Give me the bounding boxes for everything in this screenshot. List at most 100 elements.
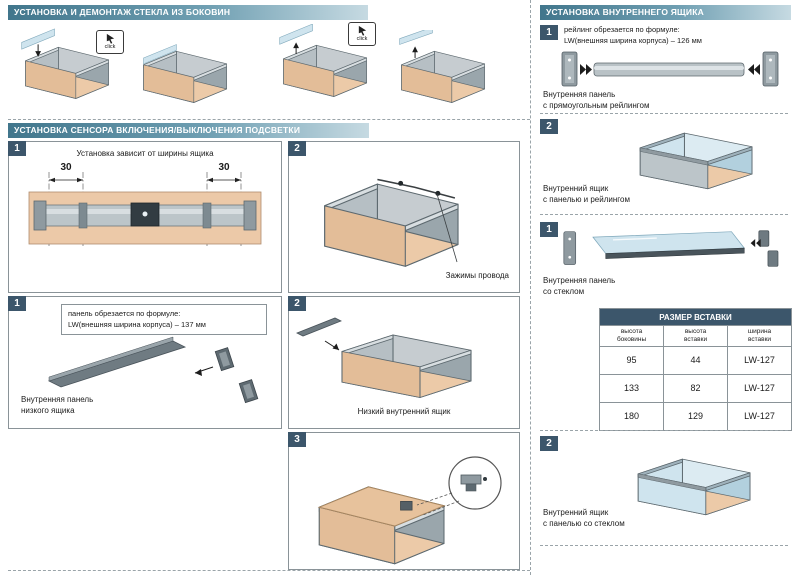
cell: 129 (663, 401, 729, 431)
up-arrow-icon (412, 46, 418, 53)
divider-glass-section (8, 119, 530, 120)
chevron-left-icon (756, 238, 761, 248)
bracket (214, 347, 235, 372)
dimension-label-right: 30 (218, 162, 230, 173)
chevron-right-icon (580, 64, 586, 75)
caption-drawer-panel-glass: Внутренний ящик с панелью со стеклом (543, 508, 625, 530)
formula-line: LW(внешняя ширина корпуса) – 126 мм (564, 36, 702, 46)
arrow-icon (332, 343, 339, 350)
table-row: 95 44 LW-127 (598, 345, 792, 375)
cursor-icon (358, 26, 366, 37)
wire-clamps-label: Зажимы провода (445, 271, 509, 280)
section-title-inner-drawer: УСТАНОВКА ВНУТРЕННЕГО ЯЩИКА (540, 5, 791, 20)
divider (540, 113, 788, 114)
formula-box: панель обрезается по формуле: LW(внешняя… (61, 304, 267, 335)
divider (540, 430, 788, 431)
caption-line: Внутренняя панель (543, 276, 616, 285)
divider-left-bottom (8, 570, 530, 571)
cell: 44 (663, 345, 729, 375)
chevron-left-icon (748, 64, 754, 75)
caption-panel-glass: Внутренняя панель со стеклом (543, 276, 615, 298)
down-arrow-icon (35, 51, 41, 57)
chevron-left-icon (750, 238, 756, 248)
caption-drawer-panel-rail: Внутренний ящик с панелью и рейлингом (543, 184, 630, 206)
cursor-icon (106, 34, 114, 45)
table-row: 133 82 LW-127 (598, 373, 792, 403)
wire-clamp (398, 180, 404, 186)
caption-inner-panel-low: Внутренняя панель низкого ящика (21, 395, 93, 417)
inner-drawer-glass-diagram (637, 458, 751, 516)
sensor-step2-panel: 2 Зажимы провода (288, 141, 520, 293)
caption-line: Внутренняя панель (543, 90, 616, 99)
bracket (238, 379, 259, 404)
wire (377, 178, 456, 199)
low-drawer-step3-panel: 3 (288, 432, 520, 570)
sensor-step1-panel: 1 Установка зависит от ширины ящика 30 3… (8, 141, 282, 293)
step-badge: 1 (540, 222, 558, 237)
caption-panel-rect-rail: Внутренняя панель с прямоугольным рейлин… (543, 90, 649, 112)
caption-line: низкого ящика (21, 405, 75, 415)
chevron-right-icon (586, 64, 592, 75)
cell: LW-127 (727, 373, 792, 403)
caption-line: Внутренний ящик (543, 184, 609, 193)
click-icon: click (348, 22, 376, 46)
formula-line: рейлинг обрезается по формуле: (564, 25, 680, 34)
step-badge: 1 (8, 141, 26, 156)
chevron-left-icon (754, 64, 760, 75)
caption-line: с прямоугольным рейлингом (543, 100, 650, 110)
rail-formula: рейлинг обрезается по формуле: LW(внешня… (564, 24, 784, 47)
drawer-diagram-insert-2 (143, 44, 228, 103)
rail-assembly-diagram (561, 51, 779, 87)
cell: LW-127 (727, 401, 792, 431)
drawer-wiring-diagram (324, 178, 459, 267)
table-row: 180 129 LW-127 (598, 401, 792, 431)
low-drawer-diagram (296, 317, 472, 399)
leader-line (436, 193, 458, 263)
caption-line: с панелью и рейлингом (543, 194, 630, 204)
caption-low-inner-drawer: Низкий внутренний ящик (357, 407, 451, 416)
divider (540, 545, 788, 546)
railing-strip (639, 147, 709, 166)
cell: LW-127 (727, 345, 792, 375)
cell: 95 (598, 345, 665, 375)
step-badge: 3 (288, 432, 306, 447)
step-badge: 2 (288, 296, 306, 311)
click-label: click (104, 44, 116, 51)
step-badge: 2 (288, 141, 306, 156)
section-title-sensor: УСТАНОВКА СЕНСОРА ВКЛЮЧЕНИЯ/ВЫКЛЮЧЕНИЯ П… (8, 123, 369, 138)
sensor-rail-diagram (28, 172, 262, 246)
arrow-icon (195, 369, 202, 376)
section-title-glass: УСТАНОВКА И ДЕМОНТАЖ СТЕКЛА ИЗ БОКОВИН (8, 5, 368, 20)
caption-line: со стеклом (543, 286, 585, 296)
formula-line: панель обрезается по формуле: (68, 309, 181, 318)
divider (540, 214, 788, 215)
dimension-label-left: 30 (60, 162, 72, 173)
drawer-diagram-remove-2 (399, 30, 486, 103)
low-drawer-step1-panel: 1 панель обрезается по формуле: LW(внешн… (8, 296, 282, 429)
drawer-diagram-remove-1 (279, 24, 368, 97)
drawer-diagram-insert-1 (21, 28, 110, 99)
divider-vertical (530, 0, 531, 575)
click-icon: click (96, 30, 124, 54)
caption-line: Внутренний ящик (543, 508, 609, 517)
drawer-underside-diagram (317, 456, 502, 565)
up-arrow-icon (293, 42, 299, 49)
inner-drawer-rail-diagram (639, 132, 753, 190)
step-badge: 1 (8, 296, 26, 311)
glass-panel-diagram (563, 230, 779, 267)
cell: 180 (598, 401, 665, 431)
step-badge: 2 (540, 119, 558, 134)
cell: 133 (598, 373, 665, 403)
table-title: РАЗМЕР ВСТАВКИ (599, 308, 792, 326)
step-badge: 2 (540, 436, 558, 451)
step-badge: 1 (540, 25, 558, 40)
wire-clamp (435, 190, 441, 196)
formula-line: LW(внешняя ширина корпуса) – 137 мм (68, 320, 206, 330)
railing-strip (637, 473, 707, 492)
caption-line: Внутренняя панель (21, 395, 94, 404)
